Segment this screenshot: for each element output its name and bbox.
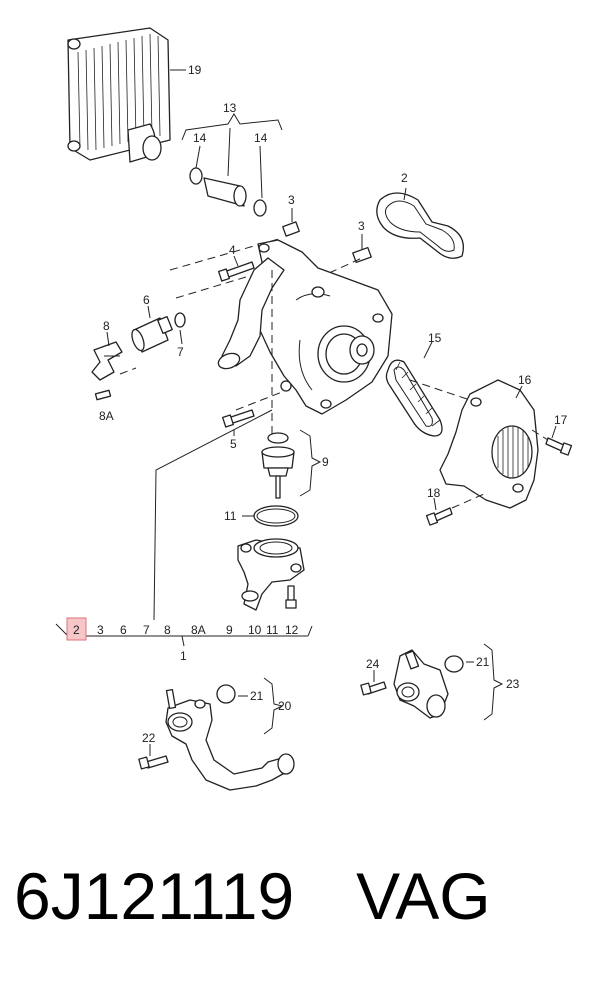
bolt-4: [218, 261, 255, 282]
callout-16: 16: [518, 373, 532, 387]
callout-24: 24: [366, 657, 380, 671]
part-number: 6J121119: [14, 859, 295, 933]
bolt-24: [360, 681, 387, 696]
row-item-8A: 8A: [191, 623, 206, 637]
callout-6: 6: [143, 293, 150, 307]
gasket-2: [376, 192, 465, 259]
oil-cooler: [67, 27, 171, 163]
caption: 6J121119 VAG: [14, 858, 491, 934]
bolt-17: [545, 437, 573, 456]
callout-15: 15: [428, 331, 442, 345]
callout-4: 4: [229, 243, 236, 257]
callout-20: 20: [278, 699, 292, 713]
callout-14a: 14: [193, 131, 207, 145]
sleeve-3b: [352, 246, 372, 264]
row-item-11: 11: [266, 623, 279, 637]
callout-21a: 21: [250, 689, 264, 703]
callout-18: 18: [427, 486, 441, 500]
bolt-22: [138, 755, 169, 770]
timing-cover-16: [439, 379, 539, 509]
row-item-8: 8: [164, 623, 171, 637]
bolt-18: [425, 507, 453, 526]
clip-8: [91, 341, 123, 381]
callout-8: 8: [103, 319, 110, 333]
flange-23: [393, 649, 449, 719]
highlight-box: [66, 617, 87, 641]
seal-7: [174, 312, 186, 328]
thermostat-9: [261, 432, 295, 499]
bolt-5: [222, 409, 255, 428]
callout-23: 23: [506, 677, 520, 691]
belt-15: [385, 359, 443, 437]
callout-11: 11: [224, 509, 237, 523]
thermostat-housing-10: [237, 538, 305, 611]
bolt-12: [285, 585, 297, 609]
callout-14b: 14: [254, 131, 268, 145]
sleeve-3a: [282, 221, 300, 237]
callout-19: 19: [188, 63, 202, 77]
coolant-pipe-20: [165, 688, 295, 791]
row-item-2: 2: [73, 623, 80, 637]
row-item-7: 7: [143, 623, 150, 637]
row-item-10: 10: [248, 623, 262, 637]
callout-3a: 3: [288, 193, 295, 207]
callout-5: 5: [230, 437, 237, 451]
callout-22: 22: [142, 731, 156, 745]
callout-21b: 21: [476, 655, 490, 669]
row-item-3: 3: [97, 623, 104, 637]
temp-sensor-6: [131, 315, 173, 353]
callout-2: 2: [401, 171, 408, 185]
water-pump-housing: [217, 239, 393, 415]
callout-7: 7: [177, 345, 184, 359]
brand-name: VAG: [356, 859, 491, 933]
row-item-9: 9: [226, 623, 233, 637]
callout-1: 1: [180, 649, 187, 663]
connector-pipe: [189, 167, 267, 217]
callout-13: 13: [223, 101, 237, 115]
seal-21a: [216, 684, 236, 704]
row-item-6: 6: [120, 623, 127, 637]
callout-3b: 3: [358, 219, 365, 233]
bolt-8A: [94, 389, 112, 401]
row-item-12: 12: [285, 623, 299, 637]
callout-9: 9: [322, 455, 329, 469]
callout-17: 17: [554, 413, 568, 427]
assembly-row: 2 3 6 7 8 8A 9 10 11 12: [73, 623, 299, 637]
callout-8A: 8A: [99, 409, 114, 423]
seal-21b: [444, 655, 464, 673]
